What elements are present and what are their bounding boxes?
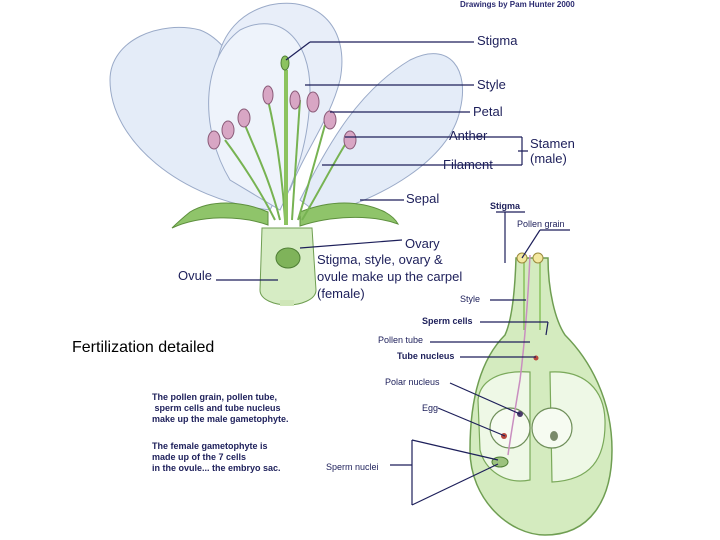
petal-right [299,53,464,216]
female-note-line1: The female gametophyte is [152,441,268,451]
ovary-detail-illustration [469,252,613,536]
embryo-sac-right [549,371,606,483]
detail-leader-lines [390,211,570,506]
detail-label-pollen-tube: Pollen tube [378,335,424,345]
label-sepal: Sepal [406,191,440,206]
label-stamen-male: (male) [530,151,567,166]
flower-illustration [109,2,464,306]
label-style: Style [477,77,506,92]
flower-leader-lines [216,41,528,281]
label-stamen: Stamen [530,136,575,151]
sepal-left [171,202,269,229]
drawing-credit: Drawings by Pam Hunter 2000 [460,0,575,9]
ovule-pair [275,247,301,269]
label-carpel-line3: (female) [317,286,365,301]
stem [280,300,294,306]
male-note-line3: make up the male gametophyte. [152,414,289,424]
pollen-grain-b [532,252,544,264]
detail-label-sperm-nuclei: Sperm nuclei [326,462,379,472]
label-ovary: Ovary [405,236,440,251]
female-note-line2: made up of the 7 cells [152,452,247,462]
label-anther: Anther [449,128,488,143]
label-carpel-line2: ovule make up the carpel [317,269,463,284]
detail-label-sperm-cells: Sperm cells [422,316,473,326]
ovule-left [489,407,531,449]
tube-nucleus [533,355,539,361]
section-caption: Fertilization detailed [72,339,215,356]
label-stigma: Stigma [477,33,518,48]
female-gametophyte-note: The female gametophyte is made up of the… [152,441,281,474]
pollen-tube [507,254,531,456]
right-nucleus [550,431,558,441]
male-note-line2: sperm cells and tube nucleus [152,403,281,413]
filaments [224,99,349,221]
detail-label-egg: Egg [422,403,439,413]
detail-label-style: Style [460,294,481,304]
detail-label-polar-nucleus: Polar nucleus [385,377,440,387]
ovule-right [531,407,573,449]
label-petal: Petal [473,104,503,119]
sepal-right [299,202,400,227]
label-ovule: Ovule [178,268,212,283]
male-note-line1: The pollen grain, pollen tube, [152,392,278,402]
style-canal [523,255,541,330]
detail-label-stigma: Stigma [490,201,521,211]
label-filament: Filament [443,157,493,172]
detail-label-tube-nucleus: Tube nucleus [397,351,455,361]
female-note-line3: in the ovule... the embryo sac. [152,463,281,473]
detail-label-pollen-grain: Pollen grain [517,219,565,229]
label-carpel-line1: Stigma, style, ovary & [317,252,443,267]
anthers [207,85,357,150]
male-gametophyte-note: The pollen grain, pollen tube, sperm cel… [152,392,289,425]
